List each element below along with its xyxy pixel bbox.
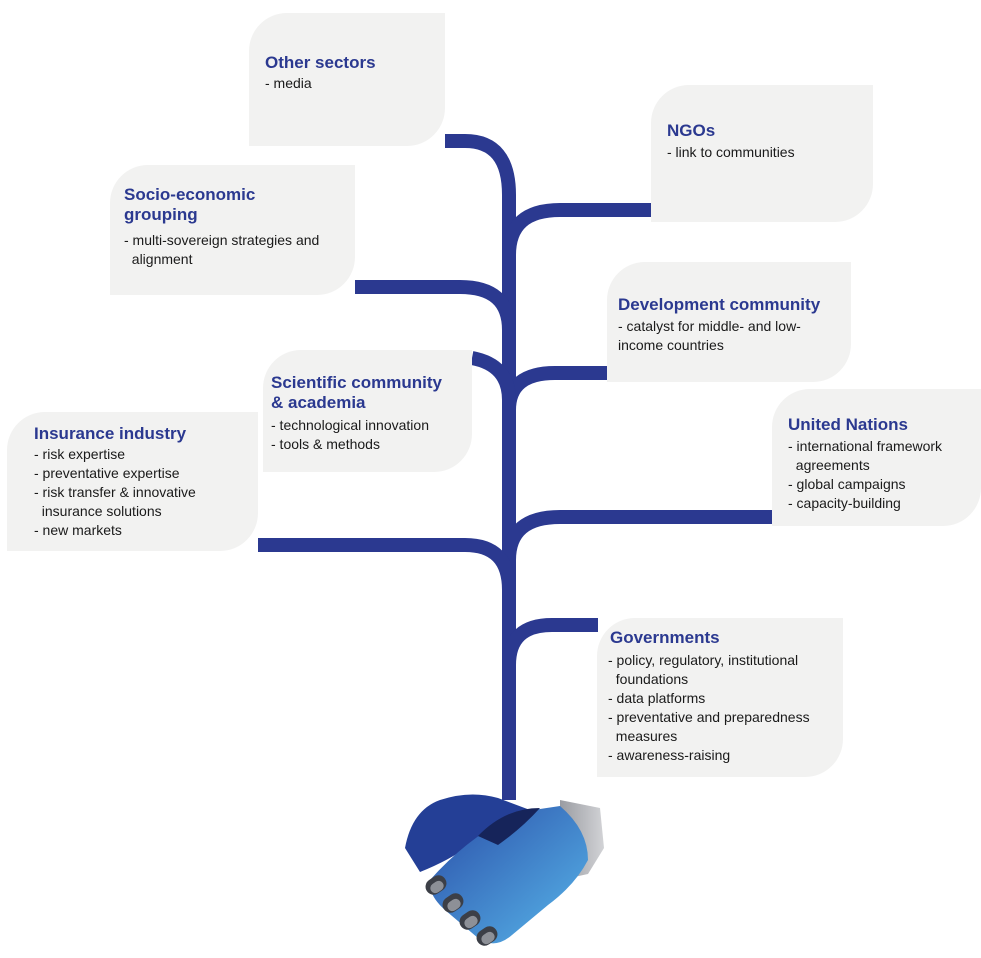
card-united-nations: United Nations - international framework… xyxy=(772,389,981,526)
list-item: - preventative expertise xyxy=(34,464,196,483)
card-title: United Nations xyxy=(788,415,908,435)
card-other-sectors: Other sectors - media xyxy=(249,13,445,146)
card-title: Other sectors xyxy=(265,53,376,73)
branch-united-nations xyxy=(502,510,773,561)
list-item: - catalyst for middle- and low-income co… xyxy=(618,317,801,355)
branch-ngos xyxy=(502,203,652,256)
list-item: - technological innovation xyxy=(271,416,429,435)
branch-socio-economic xyxy=(355,280,516,331)
item-line: - data platforms xyxy=(608,690,706,706)
item-line: foundations xyxy=(608,671,689,687)
branch-development xyxy=(502,366,608,411)
item-list: - international framework agreements - g… xyxy=(788,437,942,513)
item-line: - media xyxy=(265,75,312,91)
item-list: - risk expertise - preventative expertis… xyxy=(34,445,196,540)
list-item: - risk transfer & innovative insurance s… xyxy=(34,483,196,521)
title-line: United Nations xyxy=(788,415,908,434)
item-list: - technological innovation - tools & met… xyxy=(271,416,429,454)
item-list: - multi-sovereign strategies and alignme… xyxy=(124,231,319,269)
item-line: income countries xyxy=(618,337,724,353)
item-line: - preventative and preparedness xyxy=(608,709,810,725)
list-item: - data platforms xyxy=(608,689,810,708)
title-line: Development community xyxy=(618,295,821,314)
item-list: - link to communities xyxy=(667,143,795,162)
list-item: - link to communities xyxy=(667,143,795,162)
list-item: - new markets xyxy=(34,521,196,540)
title-line: Governments xyxy=(610,628,720,647)
title-line: Other sectors xyxy=(265,53,376,72)
card-title: Development community xyxy=(618,295,820,315)
list-item: - tools & methods xyxy=(271,435,429,454)
item-line: - link to communities xyxy=(667,144,795,160)
item-line: - risk expertise xyxy=(34,446,126,462)
title-line: & academia xyxy=(271,393,366,412)
branch-other-sectors xyxy=(445,134,516,196)
item-line: - tools & methods xyxy=(271,436,380,452)
card-insurance: Insurance industry - risk expertise - pr… xyxy=(7,412,258,551)
list-item: - multi-sovereign strategies and alignme… xyxy=(124,231,319,269)
title-line: Socio-economic xyxy=(124,185,256,204)
branch-insurance xyxy=(258,538,516,591)
card-development: Development community - catalyst for mid… xyxy=(607,262,851,382)
item-list: - catalyst for middle- and low-income co… xyxy=(618,317,801,355)
item-list: - policy, regulatory, institutional foun… xyxy=(608,651,810,765)
title-line: Scientific community xyxy=(271,373,442,392)
card-ngos: NGOs - link to communities xyxy=(651,85,873,222)
list-item: - policy, regulatory, institutional foun… xyxy=(608,651,810,689)
card-title: NGOs xyxy=(667,121,715,141)
item-line: - multi-sovereign strategies and xyxy=(124,232,320,248)
branch-scientific xyxy=(470,351,516,401)
list-item: - preventative and preparedness measures xyxy=(608,708,810,746)
list-item: - capacity-building xyxy=(788,494,942,513)
item-line: - global campaigns xyxy=(788,476,906,492)
list-item: - international framework agreements xyxy=(788,437,942,475)
item-line: - risk transfer & innovative xyxy=(34,484,196,500)
list-item: - risk expertise xyxy=(34,445,196,464)
item-line: - policy, regulatory, institutional xyxy=(608,652,799,668)
card-title: Governments xyxy=(610,628,720,648)
item-line: - awareness-raising xyxy=(608,747,731,763)
branch-governments xyxy=(502,618,598,666)
item-line: - new markets xyxy=(34,522,122,538)
item-line: alignment xyxy=(124,251,193,267)
title-line: NGOs xyxy=(667,121,716,140)
item-line: - catalyst for middle- and low- xyxy=(618,318,801,334)
item-line: - international framework xyxy=(788,438,943,454)
title-line: Insurance industry xyxy=(34,424,187,443)
item-line: agreements xyxy=(788,457,870,473)
list-item: - awareness-raising xyxy=(608,746,810,765)
item-list: - media xyxy=(265,74,312,93)
card-title: Insurance industry xyxy=(34,424,186,444)
item-line: - technological innovation xyxy=(271,417,429,433)
item-line: - capacity-building xyxy=(788,495,901,511)
item-line: measures xyxy=(608,728,678,744)
list-item: - global campaigns xyxy=(788,475,942,494)
item-line: - preventative expertise xyxy=(34,465,180,481)
card-title: Scientific community & academia xyxy=(271,373,442,413)
card-governments: Governments - policy, regulatory, instit… xyxy=(597,618,843,777)
item-line: insurance solutions xyxy=(34,503,162,519)
list-item: - media xyxy=(265,74,312,93)
card-title: Socio-economic grouping xyxy=(124,185,255,225)
card-scientific: Scientific community & academia - techno… xyxy=(263,350,472,472)
title-line: grouping xyxy=(124,205,198,224)
card-socio-economic: Socio-economic grouping - multi-sovereig… xyxy=(110,165,355,295)
